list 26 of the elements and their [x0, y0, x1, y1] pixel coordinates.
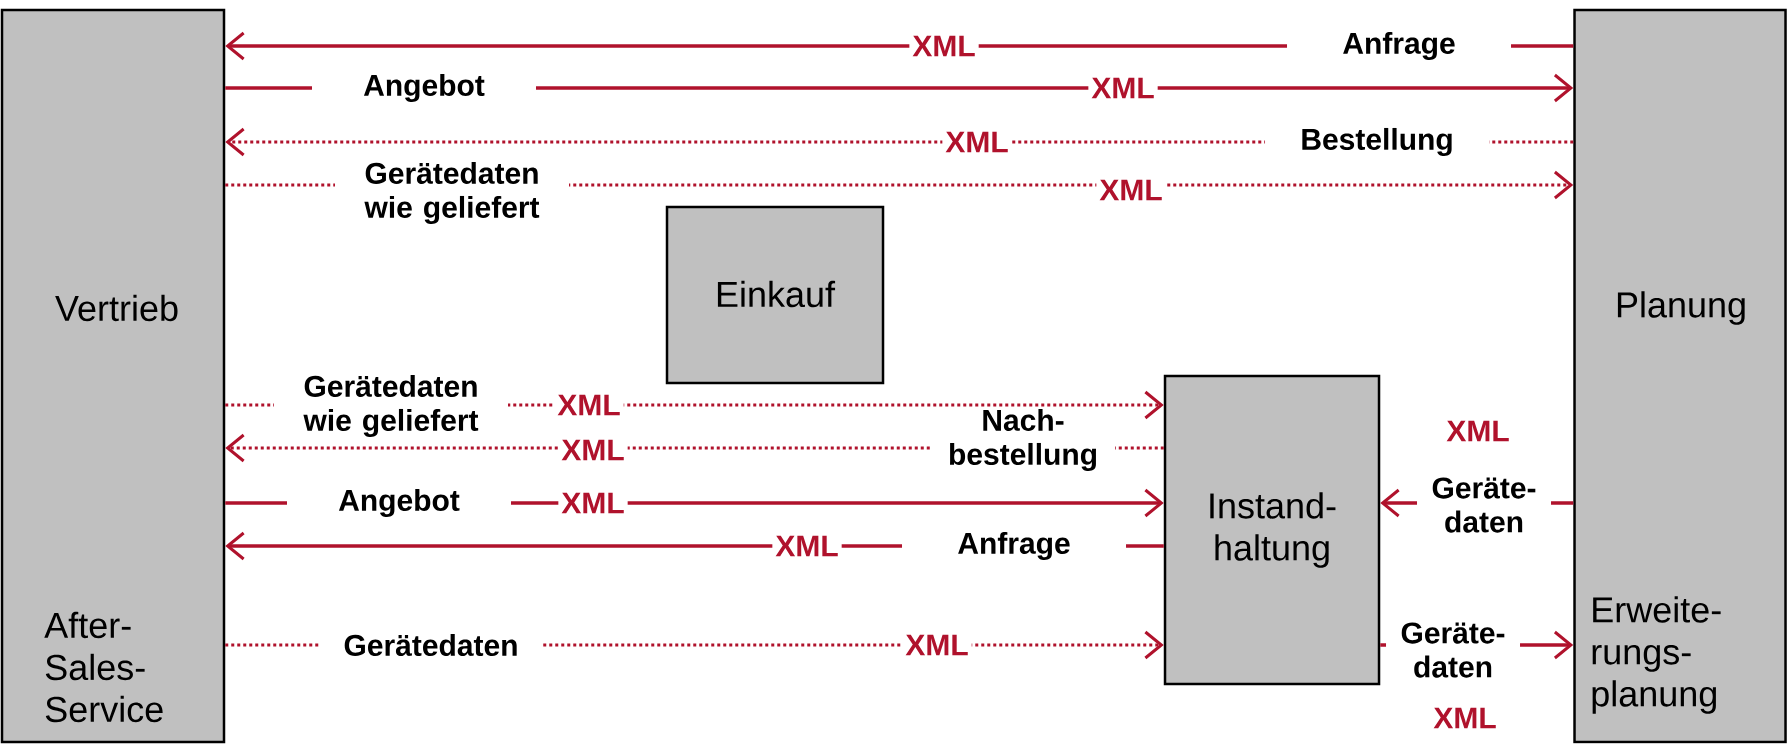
edge-label: Nach- bestellung — [931, 406, 1115, 474]
format-label: XML — [554, 391, 624, 419]
edge-label: Gerätedaten — [319, 632, 543, 659]
format-label: XML — [909, 32, 979, 60]
department-box: Einkauf — [665, 205, 885, 385]
format-label: XML — [772, 532, 842, 560]
edge-label: Gerätedaten wie geliefert — [335, 159, 569, 227]
format-label: XML — [1430, 704, 1500, 732]
department-box: Vertrieb After- Sales- Service — [0, 8, 226, 744]
format-label: XML — [558, 436, 628, 464]
edge-label: Bestellung — [1265, 125, 1489, 159]
edge-label: Geräte- daten — [1386, 620, 1520, 680]
format-label: XML — [902, 631, 972, 659]
department-box: Planung Erweite- rungs- planung — [1573, 8, 1787, 744]
edge-label: Anfrage — [1287, 29, 1511, 63]
format-label: XML — [942, 128, 1012, 156]
department-box: Instand- haltung — [1163, 374, 1381, 686]
format-label: XML — [1088, 74, 1158, 102]
edge-label: Gerätedaten wie geliefert — [274, 372, 508, 440]
format-label: XML — [1096, 176, 1166, 204]
edge-label: Angebot — [287, 486, 511, 520]
format-label: XML — [1443, 417, 1513, 445]
edge-label: Angebot — [312, 71, 536, 105]
format-label: XML — [558, 489, 628, 517]
edge-label: Geräte- daten — [1417, 475, 1551, 535]
edge-label: Anfrage — [902, 529, 1126, 563]
